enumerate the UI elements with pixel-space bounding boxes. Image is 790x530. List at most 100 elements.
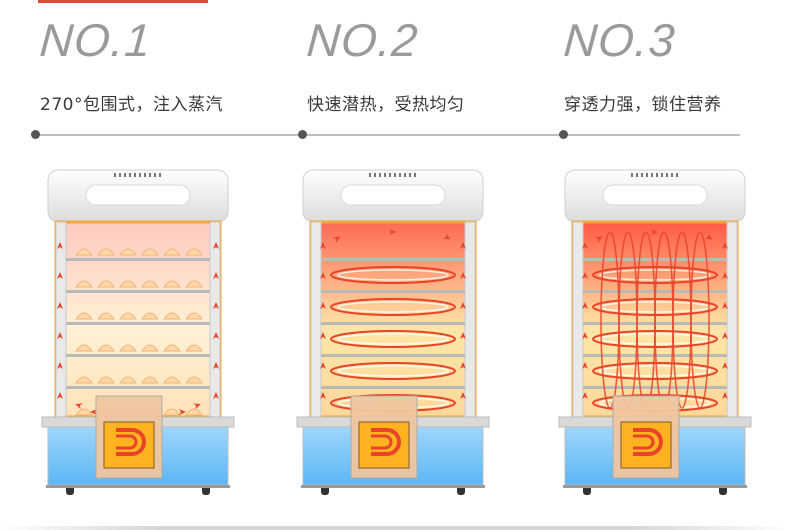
steamer-tray [66,290,210,293]
bun-icon [119,376,137,384]
steam-arrow-icon [320,362,326,369]
steam-arrow-icon [213,362,219,369]
timeline-dot-3 [559,130,568,139]
step-1-caption: 270°包围式，注入蒸汽 [40,95,223,115]
steam-arrow-icon [582,242,588,249]
steam-arrow-icon [651,229,658,235]
steam-arrow-icon [722,272,728,279]
steamer-tray [583,386,727,389]
bun-icon [141,344,159,352]
steam-arrow-icon [213,332,219,339]
bottom-rule [0,526,790,530]
base-rail [563,485,747,488]
bun-icon [119,248,137,256]
steam-arrow-icon [722,392,728,399]
steam-arrow-icon [57,242,63,249]
steamer-3 [555,160,755,505]
steam-arrow-icon [90,409,97,415]
side-rail-right [209,221,221,418]
steam-loop [330,330,456,348]
steam-arrow-icon [443,233,451,240]
side-rail-left [310,221,322,418]
step-3-header: NO.3 穿透力强，锁住营养 [562,14,790,115]
steam-loop [592,266,718,284]
steamer-tray [66,354,210,357]
base-rail [46,485,230,488]
step-1-number: NO.1 [38,14,154,66]
steam-arrow-icon [460,362,466,369]
steam-arrow-icon [320,302,326,309]
steamer-tray [321,290,465,293]
base-rail [301,485,485,488]
step-3-number: NO.3 [562,14,678,66]
steam-arrow-icon [460,272,466,279]
bun-icon [75,408,93,416]
steamer-tray [66,386,210,389]
bun-icon [163,248,181,256]
steam-arrow-icon [57,362,63,369]
steamer-2 [293,160,493,505]
bun-icon [141,312,159,320]
steam-arrow-icon [213,392,219,399]
steam-arrow-icon [75,403,83,410]
air-vent-icon [114,173,161,177]
steam-loop [330,362,456,380]
bun-icon [141,248,159,256]
bun-icon [97,376,115,384]
steam-arrow-icon [213,272,219,279]
bun-icon [75,312,93,320]
bun-icon [185,248,203,256]
heating-coil-icon [620,421,672,469]
bun-icon [97,344,115,352]
steam-arrow-icon [582,302,588,309]
step-2-header: NO.2 快速潜热，受热均匀 [305,14,557,115]
bun-icon [185,344,203,352]
side-rail-left [55,221,67,418]
bun-icon [185,280,203,288]
steamer-handle [602,184,708,206]
steam-arrow-icon [722,332,728,339]
bun-icon [97,248,115,256]
timeline-line [34,134,740,136]
steam-arrow-icon [722,242,728,249]
steam-arrow-icon [595,236,603,243]
bun-icon [163,312,181,320]
steamer-tray [66,258,210,261]
bun-icon [163,376,181,384]
timeline-dot-1 [31,130,40,139]
steam-arrow-icon [320,332,326,339]
bun-icon [75,280,93,288]
steam-loop [330,266,456,284]
bun-icon [141,280,159,288]
steam-chamber [309,220,477,419]
steamer-tray [321,322,465,325]
bun-icon [163,344,181,352]
steam-arrow-icon [57,332,63,339]
bun-icon [75,344,93,352]
steam-arrow-icon [460,332,466,339]
steam-arrow-icon [582,392,588,399]
bun-icon [75,376,93,384]
steam-arrow-icon [193,403,201,410]
bun-icon [97,312,115,320]
steamer-tray [321,386,465,389]
steam-arrow-icon [213,302,219,309]
steam-arrow-icon [460,392,466,399]
steam-arrow-icon [213,242,219,249]
bun-icon [185,376,203,384]
steam-arrow-icon [460,302,466,309]
steamer-handle [340,184,446,206]
bun-icon [75,248,93,256]
steam-arrow-icon [179,409,186,415]
steam-arrow-icon [320,242,326,249]
steam-arrow-icon [320,392,326,399]
steam-arrow-icon [57,302,63,309]
heating-coil-icon [103,421,155,469]
steam-arrow-icon [582,362,588,369]
steamer-handle [85,184,191,206]
bun-icon [185,408,203,416]
steam-arrow-icon [320,272,326,279]
vertical-steam-loop [690,231,710,409]
timeline-dot-2 [298,130,307,139]
step-3-caption: 穿透力强，锁住营养 [564,95,722,115]
